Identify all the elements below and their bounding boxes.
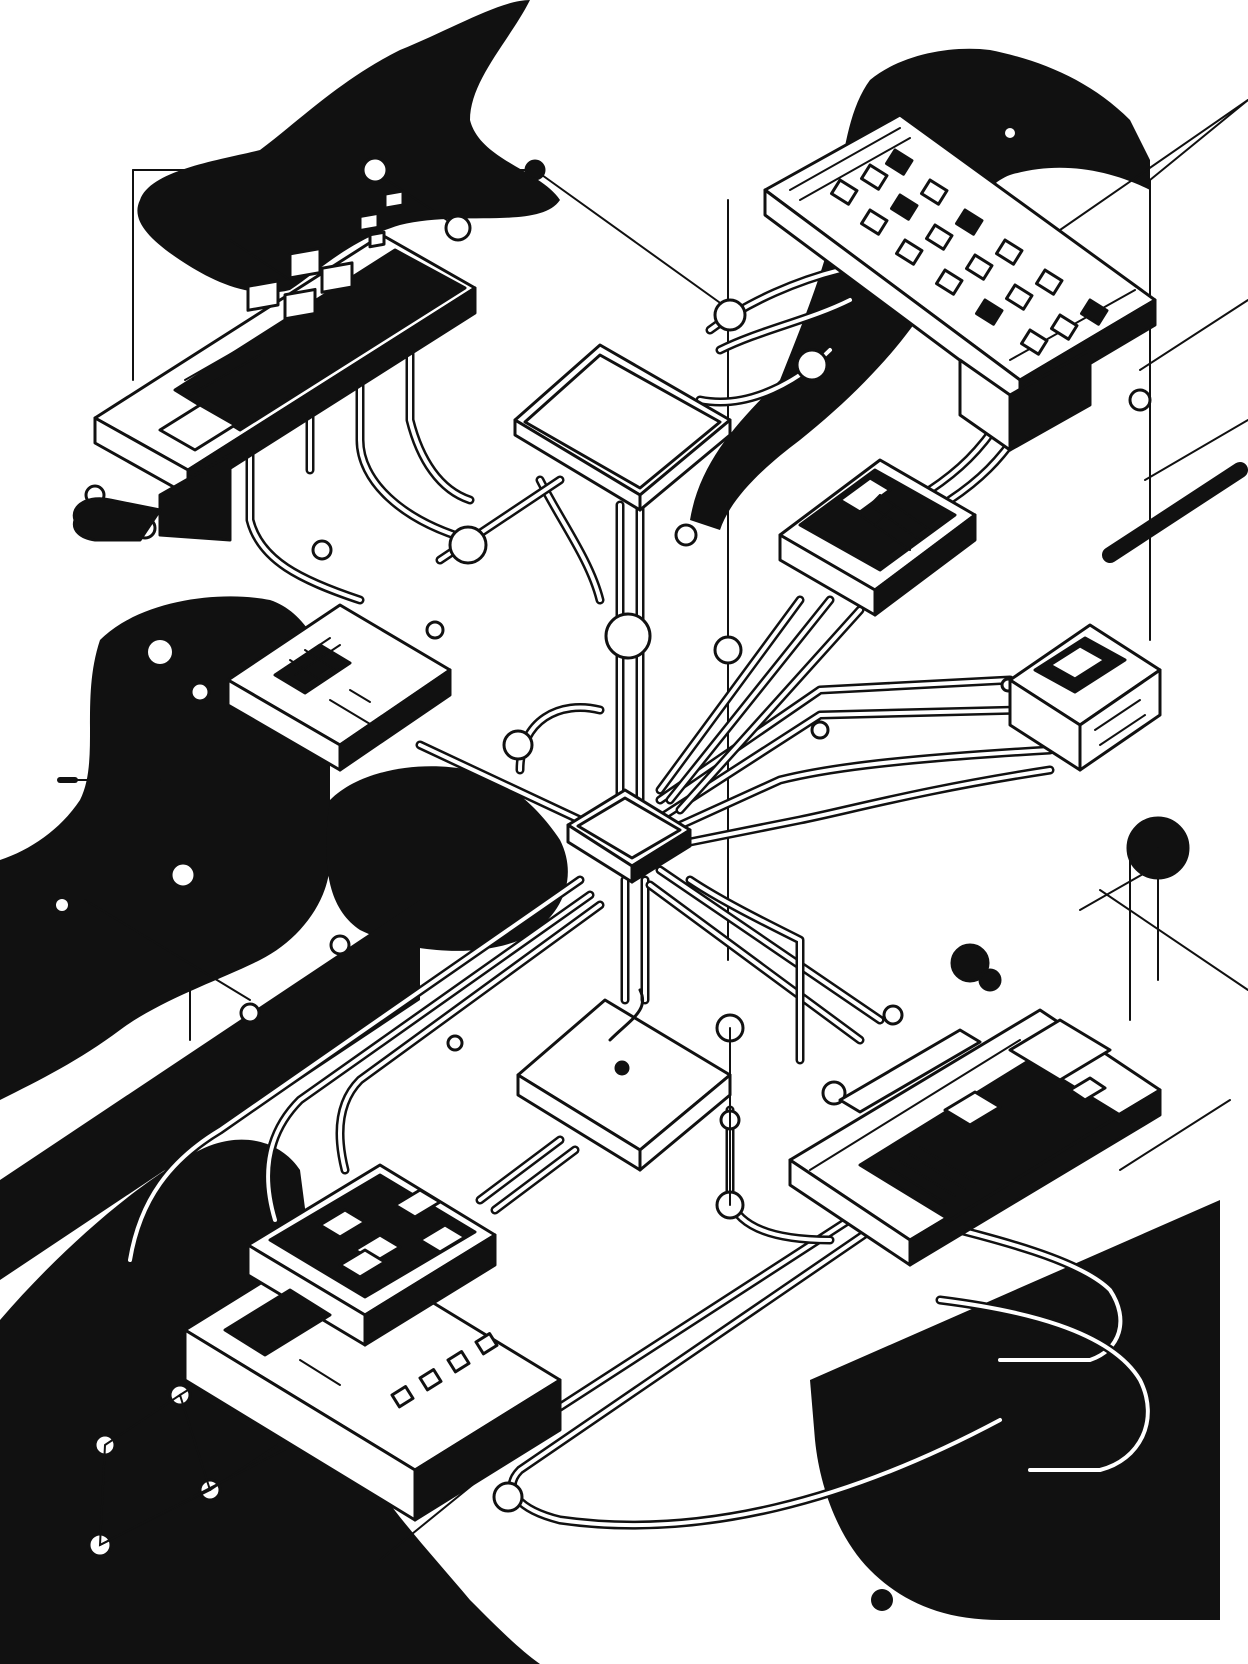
screen-key — [358, 211, 380, 233]
device-center-router-cube — [566, 788, 692, 884]
node — [239, 1002, 261, 1024]
keypad-grid — [273, 637, 352, 695]
node — [425, 620, 445, 640]
node-blob-right-small — [978, 968, 1002, 992]
node — [674, 523, 698, 547]
board-pins — [879, 1146, 976, 1211]
blob-left-middle — [0, 596, 330, 1100]
screen-key — [383, 189, 405, 210]
cable-bundle-lower-right — [645, 865, 885, 1065]
display-grid — [859, 494, 931, 551]
device-top-right-keyboard-panel — [763, 113, 1157, 452]
dot-top-right — [1005, 128, 1015, 138]
device-lower-left-console — [183, 1163, 562, 1522]
node — [446, 1034, 464, 1052]
console-screen-blocks — [318, 1188, 467, 1279]
cable-spine-vertical — [615, 500, 650, 1005]
node — [448, 525, 488, 565]
node — [795, 348, 829, 382]
cable-bundle-right-display — [655, 595, 865, 815]
screen-key — [246, 279, 280, 312]
node — [524, 159, 546, 181]
device-right-display-module — [778, 458, 977, 617]
device-top-left-terminal — [72, 189, 477, 542]
screen-key — [288, 247, 322, 280]
node — [1128, 388, 1152, 412]
screen-key — [368, 230, 386, 249]
node — [189, 681, 211, 703]
node — [810, 720, 830, 740]
device-left-keypad-module — [226, 603, 452, 772]
node — [444, 214, 472, 242]
stripe-diagonal — [0, 900, 420, 1280]
node — [604, 612, 652, 660]
node — [311, 539, 333, 561]
blob-center-lower-left — [326, 766, 568, 951]
device-central-hub-box — [513, 343, 732, 512]
console-buttons — [390, 1332, 499, 1409]
screen-key — [320, 261, 354, 294]
dot-left-small — [56, 899, 68, 911]
node — [169, 861, 197, 889]
device-far-right-small-module — [1008, 623, 1162, 772]
node — [713, 635, 743, 665]
node — [713, 298, 747, 332]
node-blob-right — [950, 943, 990, 983]
blob-top-left — [137, 0, 561, 293]
node — [502, 729, 534, 761]
cable-bundles — [125, 265, 1153, 1530]
node — [821, 1080, 847, 1106]
cable-bundle-upper-right — [655, 675, 1055, 850]
node — [361, 156, 389, 184]
dot-left — [148, 640, 172, 664]
device-lower-center-box — [516, 988, 732, 1172]
cable-bundle-top-left — [245, 335, 475, 605]
node — [882, 1004, 904, 1026]
device-lower-right-circuit-board — [788, 1008, 1162, 1267]
cable-bundle-lower-left — [125, 875, 605, 1265]
dot-bottom — [871, 1589, 893, 1611]
node — [329, 934, 351, 956]
keyboard-keys — [830, 148, 1109, 356]
node — [492, 1481, 524, 1513]
screen-key — [283, 287, 317, 321]
blob-lower-right — [810, 1200, 1220, 1620]
